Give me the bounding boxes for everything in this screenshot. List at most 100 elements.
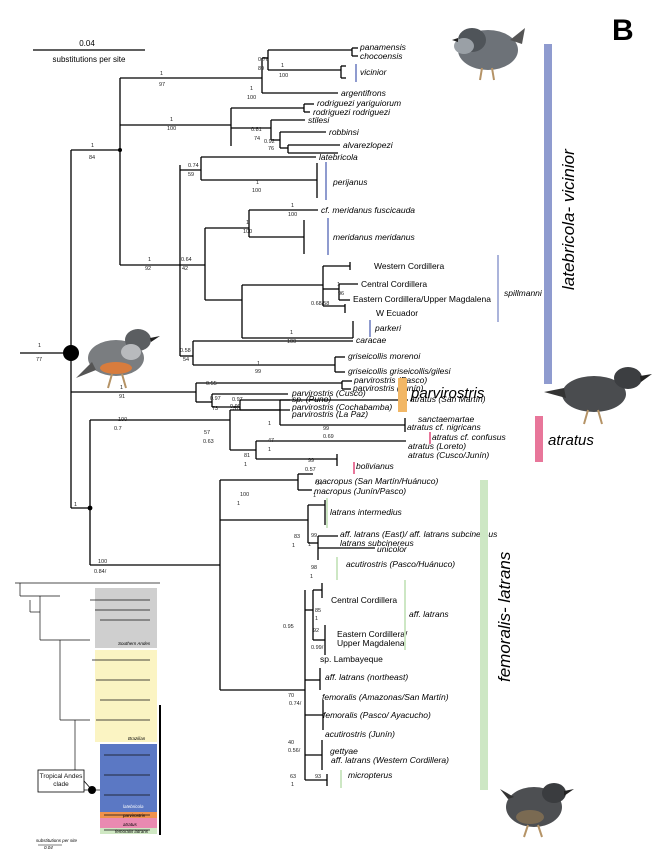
tree-branches [20,47,408,786]
support-value: 1 [256,180,259,186]
tip-label: acutirostris (Pasco/Huánuco) [346,559,455,569]
support-value: 99 [323,426,329,432]
clade-label-latebricola: latebricola- vicinior [559,148,578,290]
support-value: 0.81 [251,127,262,133]
tip-label: latrans subcinereus [340,538,414,548]
support-value: 54 [183,357,189,363]
tip-label: caracae [356,335,387,345]
support-value: 94 [316,481,322,487]
support-value: 100 [118,417,127,423]
support-value: 0.99 [230,404,241,410]
support-value: 0.64 [181,257,192,263]
clade-bar-atratus [535,416,543,462]
support-value: 98 [311,565,317,571]
support-value: 99 [255,369,261,375]
support-value: 0.57 [305,467,316,473]
support-value: 1 [268,447,271,453]
clade-bar-parvirostris [398,378,407,412]
support-value: 0.76 [258,57,269,63]
subclade-marks [325,64,499,788]
support-value: 42 [182,266,188,272]
panel-letter: B [612,14,634,47]
tip-label: parvirostris (Junín) [352,383,424,393]
tip-label: Central Cordillera [361,279,427,289]
support-value: 0.99/ [311,645,324,651]
support-value: 81 [244,453,250,459]
tip-label: rodriguezi rodriguezi [313,107,391,117]
inset-region-femoralis [100,828,157,834]
bird-illustration-bottom [500,783,574,838]
subclade-label-aff-latrans: aff. latrans [409,609,449,619]
inset-region-label: parvirostris [122,813,146,818]
inset-scale-value: 0.04 [44,845,53,850]
tip-label: W Ecuador [376,308,418,318]
tip-label: atratus (Loreto) [408,441,466,451]
tip-label: parvirostris (Pasco) [353,375,427,385]
support-value: 0.55 [206,381,217,387]
support-value: 76 [268,146,274,152]
support-value: 100 [243,229,252,235]
scale-bar-value: 0.04 [79,39,95,48]
subclade-label-spillmanni: spillmanni [504,288,543,298]
bird-illustration-top [452,28,525,81]
root-support-pp: 1 [38,343,41,349]
tip-label: atratus (Cusco/Junín) [408,450,489,460]
support-value: 0.74/ [289,701,302,707]
support-value: 1 [313,493,316,499]
root-node [63,345,79,361]
tip-label: Eastern Cordillera/ [337,629,408,639]
tip-label: unicolor [377,544,408,554]
support-value: 0.63 [203,439,214,445]
bird-illustration-right [544,367,652,425]
tip-label: griseicollis griseicollis/gilesi [348,366,452,376]
support-value: 100 [252,188,261,194]
tip-label: argentifrons [341,88,387,98]
tip-label: robbinsi [329,127,360,137]
tip-label: Upper Magdalena [337,638,405,648]
tip-label: femoralis (Pasco/ Ayacucho) [323,710,431,720]
support-value: 57 [204,430,210,436]
tip-label: macropus (San Martín/Huánuco) [315,476,438,486]
tip-label: atratus cf. confusus [432,432,506,442]
tip-label: atratus (San Martín) [410,394,486,404]
support-value: 96 [338,291,344,297]
support-value: 70 [288,693,294,699]
support-value: 0.97 [232,397,243,403]
support-value: 47 [268,438,274,444]
inset-region-label: Southern Andes [118,641,151,646]
inset-region-atratus [100,818,157,828]
support-value: 1 [292,543,295,549]
scale-bar: 0.04 substitutions per site [33,39,145,64]
clade-bar-femoralis [480,480,488,790]
support-value: 100 [167,126,176,132]
support-value: 84 [89,155,95,161]
support-value: 92 [145,266,151,272]
tip-labels: panamensis chocoensis vicinior argentifr… [291,42,506,780]
support-value: 100 [287,339,296,345]
support-value: 100 [288,212,297,218]
support-value: 0.69 [323,434,334,440]
tip-label: meridanus meridanus [333,232,415,242]
tip-label: parkeri [374,323,402,333]
support-value: 63 [290,774,296,780]
support-value: 83 [294,534,300,540]
inset-region-label: atratus [123,822,138,827]
support-value: 0.74 [188,163,199,169]
support-value: 1 [120,385,123,391]
tip-label: alvarezlopezi [343,140,394,150]
support-value: 1 [291,782,294,788]
tip-label: Central Cordillera [331,595,397,605]
support-value: 85 [315,608,321,614]
tip-label: Eastern Cordillera/Upper Magdalena [353,294,491,304]
support-value: 100 [279,73,288,79]
tip-label: chocoensis [360,51,403,61]
tip-label: sp. (Puno) [292,394,331,404]
tip-label: sp. Lambayeque [320,654,383,664]
clade-label-atratus: atratus [548,432,594,449]
support-value: 0.97 [210,396,221,402]
support-value: 1 [237,501,240,507]
support-value: 100 [98,559,107,565]
support-value: 100 [247,95,256,101]
tip-label: Western Cordillera [374,261,445,271]
support-value: 1 [337,282,340,288]
